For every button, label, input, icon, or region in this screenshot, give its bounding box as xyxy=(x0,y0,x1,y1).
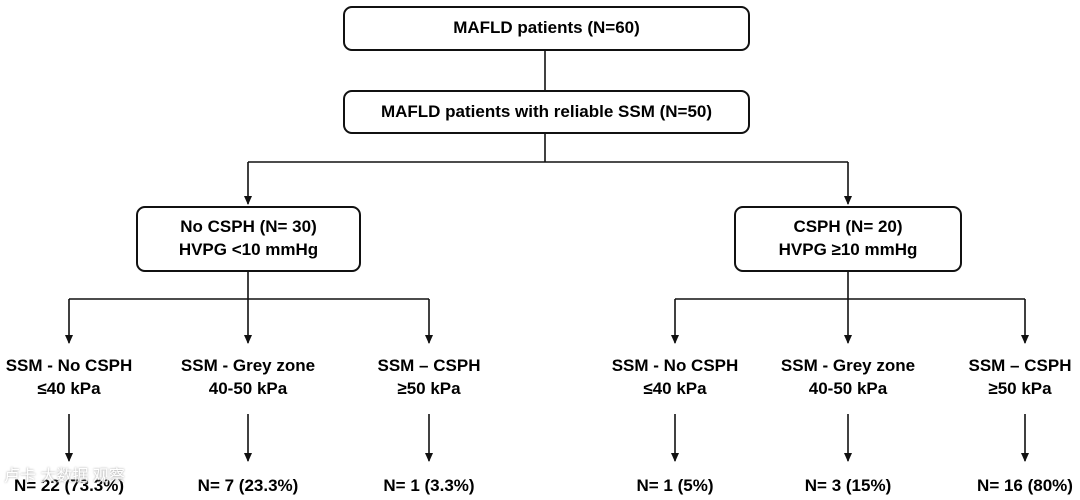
group-left-no-csph: SSM - No CSPH ≤40 kPa xyxy=(0,355,138,401)
group-label-line1: SSM – CSPH xyxy=(968,356,1072,375)
box-no-csph-line1: No CSPH (N= 30) xyxy=(180,217,317,237)
box-no-csph-line2: HVPG <10 mmHg xyxy=(178,240,319,259)
group-label-line2: ≤40 kPa xyxy=(37,378,101,398)
box-reliable-ssm-label: MAFLD patients with reliable SSM (N=50) xyxy=(380,101,713,121)
group-left-csph: SSM – CSPH ≥50 kPa xyxy=(364,355,494,401)
box-mafld-patients: MAFLD patients (N=60) xyxy=(343,6,750,51)
count-left-no-csph: N= 22 (73.3%) xyxy=(13,476,125,495)
group-label-line1: SSM - No CSPH xyxy=(5,356,133,375)
box-csph: CSPH (N= 20) HVPG ≥10 mmHg xyxy=(734,206,962,272)
group-left-grey-zone: SSM - Grey zone 40-50 kPa xyxy=(168,355,328,401)
count-left-csph: N= 1 (3.3%) xyxy=(383,476,475,495)
group-label-line2: ≥50 kPa xyxy=(988,378,1052,398)
group-right-csph: SSM – CSPH ≥50 kPa xyxy=(960,355,1080,401)
group-label-line2: ≤40 kPa xyxy=(643,378,707,398)
box-reliable-ssm: MAFLD patients with reliable SSM (N=50) xyxy=(343,90,750,134)
watermark: 卢卡 大数据 观察 xyxy=(4,468,125,485)
box-csph-line2: HVPG ≥10 mmHg xyxy=(778,240,918,259)
group-label-line1: SSM - Grey zone xyxy=(780,356,916,375)
group-right-no-csph: SSM - No CSPH ≤40 kPa xyxy=(606,355,744,401)
group-label-line2: ≥50 kPa xyxy=(397,378,461,398)
group-label-line2: 40-50 kPa xyxy=(208,378,288,398)
count-right-grey-zone: N= 3 (15%) xyxy=(804,476,892,495)
group-label-line1: SSM - No CSPH xyxy=(611,356,739,375)
group-label-line2: 40-50 kPa xyxy=(808,378,888,398)
group-label-line1: SSM - Grey zone xyxy=(180,356,316,375)
box-csph-line1: CSPH (N= 20) xyxy=(793,217,903,237)
count-left-grey-zone: N= 7 (23.3%) xyxy=(197,476,299,495)
count-right-no-csph: N= 1 (5%) xyxy=(636,476,714,495)
group-label-line1: SSM – CSPH xyxy=(377,356,481,375)
count-right-csph: N= 16 (80%) xyxy=(977,476,1073,495)
box-no-csph: No CSPH (N= 30) HVPG <10 mmHg xyxy=(136,206,361,272)
group-right-grey-zone: SSM - Grey zone 40-50 kPa xyxy=(768,355,928,401)
box-mafld-patients-label: MAFLD patients (N=60) xyxy=(453,18,640,38)
